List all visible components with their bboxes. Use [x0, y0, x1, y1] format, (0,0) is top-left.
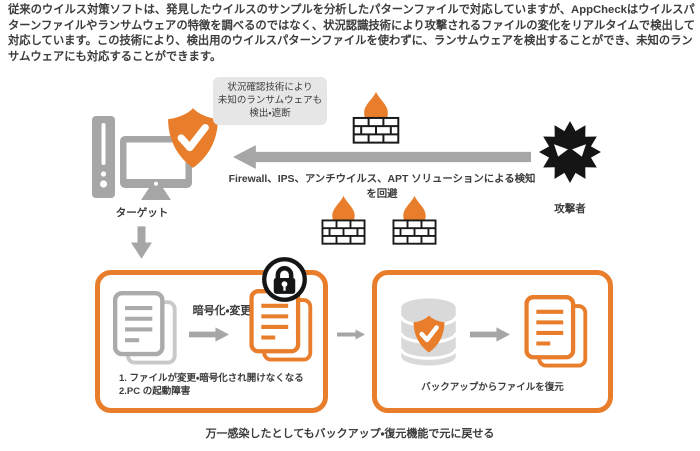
detection-callout: 状況確認技術により 未知のランサムウェアも 検出・遮断	[213, 77, 327, 126]
restored-files-icon	[524, 295, 588, 368]
restore-caption: バックアップからファイルを復元	[421, 382, 564, 393]
intro-paragraph: 従来のウイルス対策ソフトは、発見したウイルスのサンプルを分析したパターンファイル…	[8, 4, 696, 63]
restore-arrow	[470, 325, 510, 344]
footer-text: 万一感染したとしてもバックアップ・復元機能で元に戻せる	[205, 428, 495, 440]
target-label: ターゲット	[115, 207, 169, 219]
attack-direction-arrow	[233, 145, 531, 169]
target-down-arrow	[131, 226, 152, 259]
lock-icon	[262, 257, 307, 302]
box-link-arrow	[337, 325, 365, 344]
infection-caption: 1. ファイルが変更・暗号化され開けなくなる 2.PC の起動障害	[119, 373, 304, 397]
firewall-flame-icon-right	[392, 195, 437, 245]
original-files-icon	[112, 291, 178, 365]
firewall-flame-icon-top	[352, 91, 400, 144]
backup-shield-icon	[411, 314, 447, 354]
encryption-arrow	[189, 325, 229, 344]
evade-text: Firewall、IPS、アンチウイルス、APT ソリューションによる検知を回避	[228, 174, 536, 200]
firewall-flame-icon-left	[321, 195, 366, 245]
attacker-malware-icon	[537, 119, 603, 185]
encryption-label: 暗号化・変更	[192, 305, 252, 317]
attacker-label: 攻撃者	[554, 203, 586, 215]
